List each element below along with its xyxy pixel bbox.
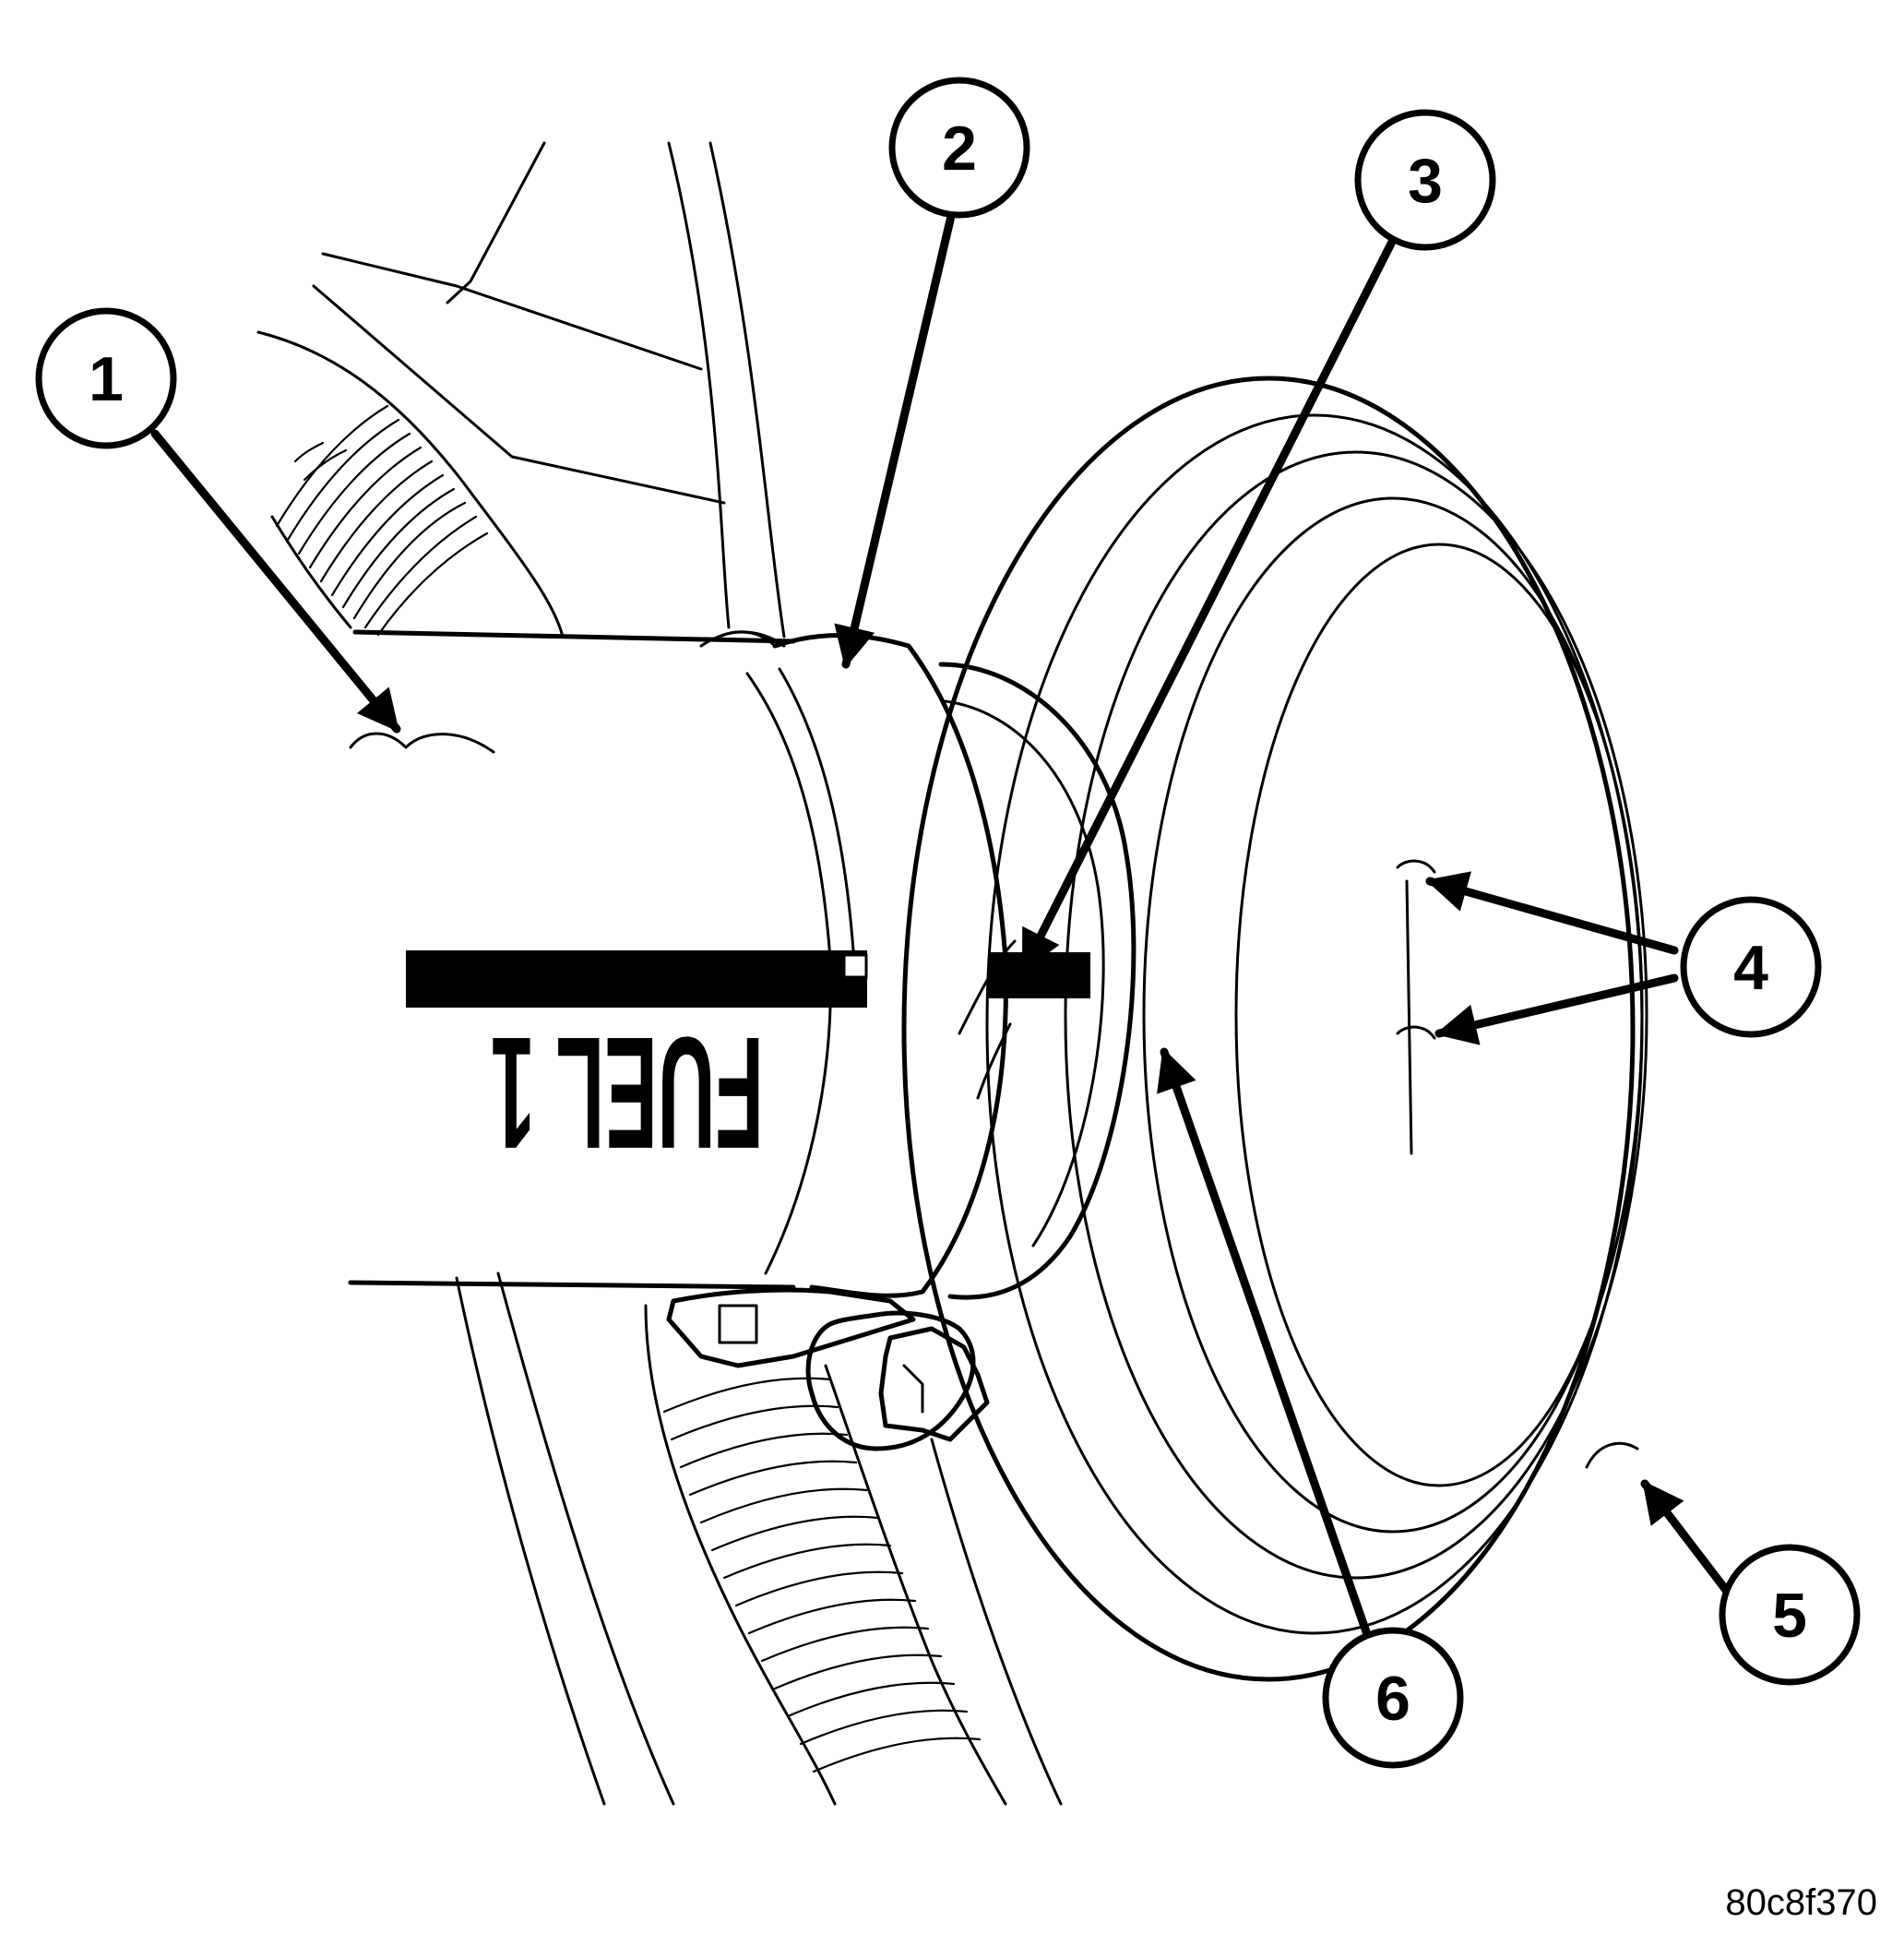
hose-clamp: [666, 630, 1008, 1451]
leader-4b: [1434, 973, 1679, 1045]
callout-2: 2: [888, 77, 1030, 219]
leader-1: [150, 429, 401, 734]
callout-1: 1: [35, 307, 177, 449]
vehicle-body-structure: [312, 141, 1063, 1806]
callout-6: 6: [1322, 1627, 1464, 1769]
callout-3: 3: [1354, 109, 1496, 251]
leader-3: [1019, 235, 1398, 973]
callout-4-label: 4: [1733, 933, 1768, 1003]
callout-5: 5: [1719, 1544, 1861, 1686]
callout-6-label: 6: [1375, 1664, 1410, 1734]
leader-lines: [150, 208, 1739, 1647]
leader-5: [1640, 1479, 1739, 1606]
leader-2: [834, 208, 957, 669]
callout-2-label: 2: [942, 113, 977, 184]
corrugated-hose-lower: [644, 1304, 1007, 1806]
callout-1-label: 1: [89, 344, 124, 414]
leader-6: [1157, 1047, 1374, 1647]
callout-3-label: 3: [1408, 146, 1443, 216]
filler-neck: [938, 662, 1136, 1300]
filler-housing-flange: [901, 376, 1648, 1682]
leader-4a: [1425, 871, 1679, 955]
callout-4: 4: [1680, 896, 1822, 1038]
figure-reference: 80c8f370: [1725, 1882, 1877, 1923]
callout-5-label: 5: [1772, 1581, 1807, 1651]
corrugated-hose-upper: [256, 330, 565, 639]
hose-index-stripe: [406, 950, 867, 1008]
hose-marking-text: FUEL 1: [491, 1004, 764, 1183]
